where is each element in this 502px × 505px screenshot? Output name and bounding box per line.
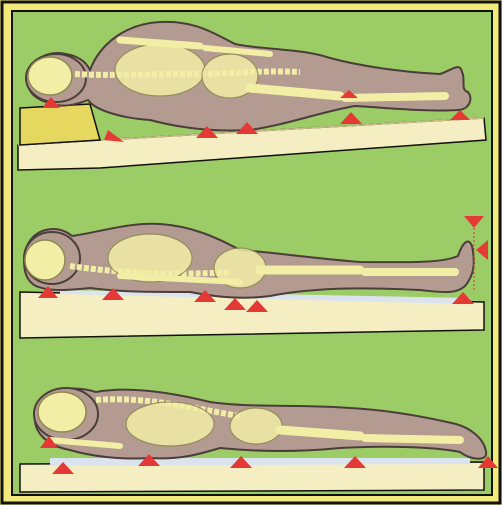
skull-lateral — [28, 57, 72, 95]
skull-prone — [38, 392, 86, 432]
pillow-lateral — [20, 104, 100, 145]
pelvis-prone — [230, 408, 282, 444]
mattress-prone — [20, 462, 484, 492]
skull-supine — [25, 240, 65, 280]
tibia-prone — [365, 438, 460, 440]
femur-prone — [280, 430, 360, 436]
tibia-lateral — [345, 96, 445, 98]
ribcage-prone — [126, 402, 214, 446]
ribcage-lateral — [115, 44, 205, 96]
